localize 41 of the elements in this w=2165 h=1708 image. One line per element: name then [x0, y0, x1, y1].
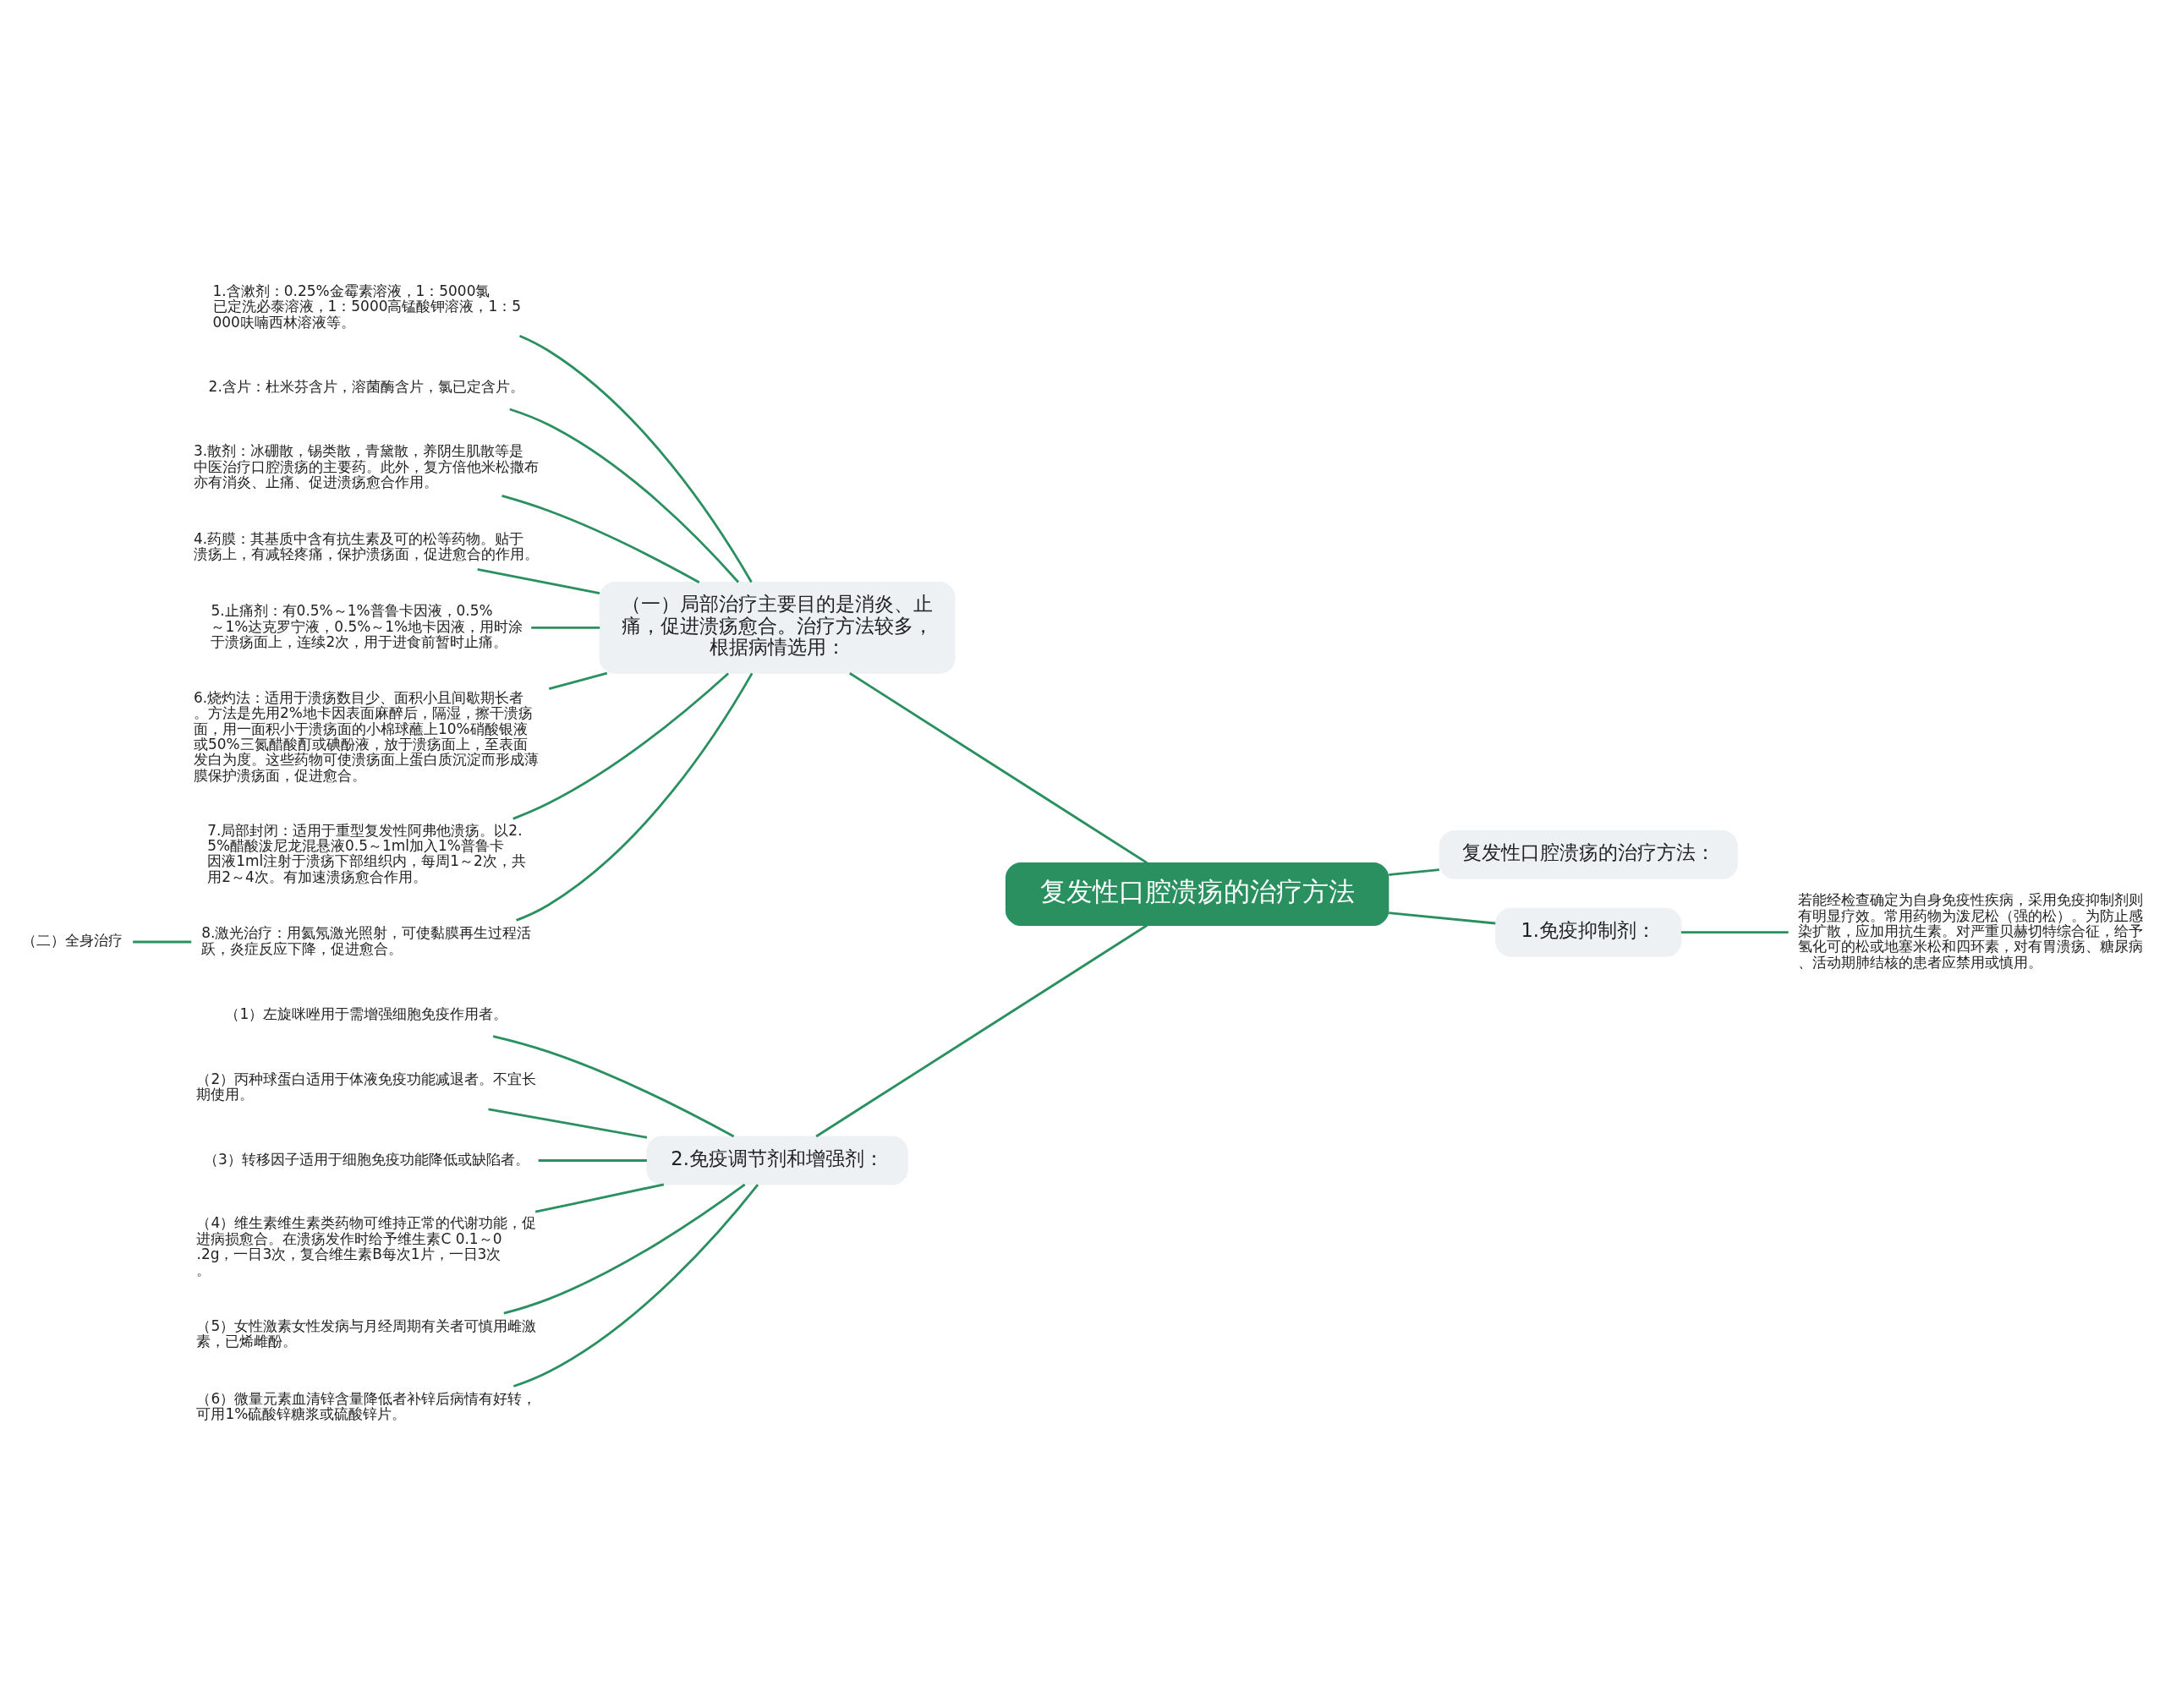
node-text: 1.含漱剂：0.25%金霉素溶液，1：5000氯已定洗必泰溶液，1：5000高锰酸钾溶液，1：5000呋喃西林溶液等。	[212, 282, 522, 331]
node-box: （一）局部治疗主要目的是消炎、止痛，促进溃疡愈合。治疗方法较多，根据病情选用：	[599, 581, 956, 674]
connector	[488, 1107, 648, 1139]
node-text: 4.药膜：其基质中含有抗生素及可的松等药物。贴于溃疡上，有减轻疼痛，保护溃疡面，促进愈合的作用。	[193, 529, 539, 562]
node-text: 若能经检查确定为自身免疫性疾病，采用免疫抑制剂则有明显疗效。常用药物为泼尼松（强的松）。为防止感染扩散，应加用抗生素。对严重贝赫切特综合征，给予氢化可的松或地塞米松和四环素，对有胃溃疡、糖尿病、活动期肺结核的患者应禁用或慎用。	[1798, 890, 2144, 971]
connector	[516, 672, 754, 922]
connector	[133, 940, 192, 943]
connector	[512, 1183, 759, 1388]
node-text: 8.激光治疗：用氦氖激光照射，可使黏膜再生过程活跃，炎症反应下降，促进愈合。	[201, 923, 532, 957]
connector	[503, 1183, 746, 1315]
connector	[538, 1158, 647, 1162]
connector	[509, 408, 740, 583]
node-text: （4）维生素维生素类药物可维持正常的代谢功能，促进病损愈合。在溃疡发作时给予维生素C 0.1～0.2g，一日3次，复合维生素B每次1片，一日3次。	[196, 1213, 537, 1278]
node-text: 2.含片：杜米芬含片，溶菌酶含片，氯已定含片。	[208, 377, 524, 395]
node-text: 5.止痛剂：有0.5%～1%普鲁卡因液，0.5%～1%达克罗宁液，0.5%～1%地卡因液，用时涂于溃疡面上，连续2次，用于进食前暂时止痛。	[211, 601, 523, 650]
connector	[1680, 930, 1789, 933]
connector	[534, 1182, 665, 1213]
connector	[1389, 868, 1439, 876]
node-box: 复发性口腔溃疡的治疗方法	[1005, 862, 1389, 926]
connector	[815, 923, 1148, 1137]
connector	[518, 334, 753, 583]
node-text: （3）转移因子适用于细胞免疫功能降低或缺陷者。	[203, 1150, 529, 1168]
connector	[492, 1034, 735, 1137]
node-box: 1.免疫抑制剂：	[1495, 907, 1682, 957]
node-text: （二）全身治疗	[21, 931, 123, 949]
connector	[548, 671, 608, 690]
node-text: 7.局部封闭：适用于重型复发性阿弗他溃疡。以2.5%醋酸泼尼龙混悬液0.5～1ml加入1%普鲁卡因液1ml注射于溃疡下部组织内，每周1～2次，共用2～4次。有加速溃疡愈合作用。	[207, 821, 526, 885]
node-box: 2.免疫调节剂和增强剂：	[646, 1136, 908, 1185]
node-box: 复发性口腔溃疡的治疗方法：	[1439, 829, 1738, 879]
node-text: （1）左旋咪唑用于需增强细胞免疫作用者。	[225, 1005, 508, 1022]
connector	[1389, 911, 1496, 924]
connector	[849, 671, 1148, 864]
connector	[531, 626, 600, 629]
connector	[512, 671, 730, 820]
node-text: （6）微量元素血清锌含量降低者补锌后病情有好转，可用1%硫酸锌糖浆或硫酸锌片。	[196, 1389, 537, 1422]
node-text: 6.烧灼法：适用于溃疡数目少、面积小且间歇期长者。方法是先用2%地卡因表面麻醉后，隔湿，擦干溃疡面，用一面积小于溃疡面的小棉球蘸上10%硝酸银液或50%三氮醋酸酊或碘酚液，放于溃疡面上，至表面发白为度。这些药物可使溃疡面上蛋白质沉淀而形成薄膜保护溃疡面，促进愈合。	[193, 688, 539, 784]
connector	[477, 567, 600, 594]
node-text: （2）丙种球蛋白适用于体液免疫功能减退者。不宜长期使用。	[196, 1070, 537, 1103]
connector	[502, 494, 700, 583]
node-text: 3.散剂：冰硼散，锡类散，青黛散，养阴生肌散等是中医治疗口腔溃疡的主要药。此外，复方倍他米松撒布亦有消炎、止痛、促进溃疡愈合作用。	[193, 441, 539, 490]
node-text: （5）女性激素女性发病与月经周期有关者可慎用雌激素，已烯雌酚。	[196, 1317, 537, 1349]
